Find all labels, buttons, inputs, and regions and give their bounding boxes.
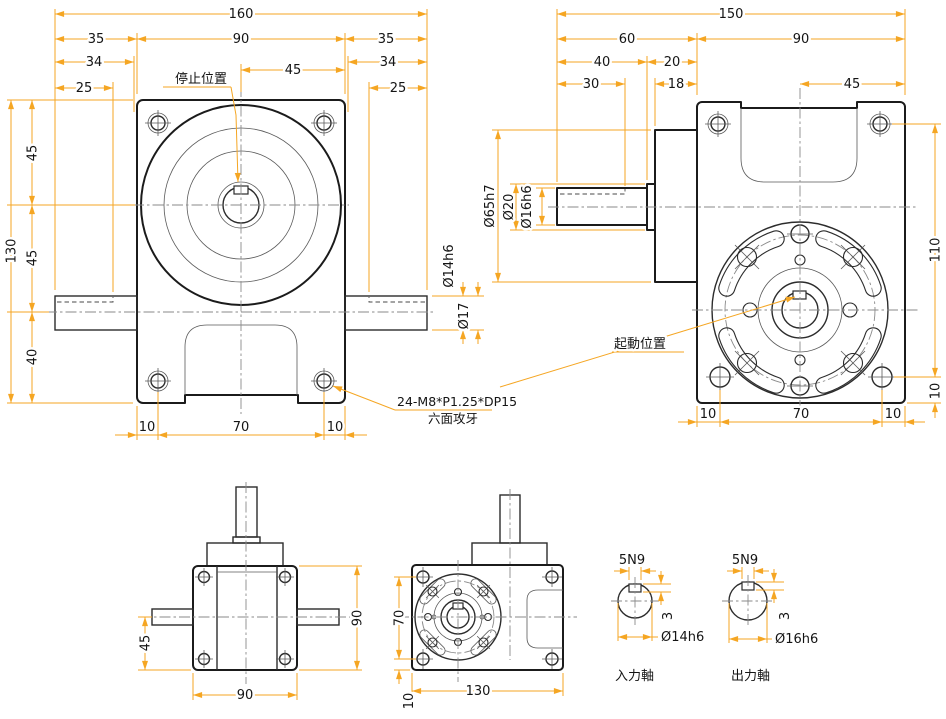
dim-front-bottom-40: 40 — [26, 349, 41, 366]
dim-front-total-height: 130 — [5, 239, 20, 264]
dim-input-key-depth: 3 — [661, 612, 676, 620]
left-shaft — [54, 295, 138, 331]
start-position-label: 起動位置 — [614, 337, 666, 352]
side-view-bolt-holes — [705, 111, 896, 391]
dim-front-foot-left: 10 — [139, 420, 156, 435]
dim-front-hole-offset-left: 34 — [86, 55, 103, 70]
dim-front-body-width: 90 — [233, 32, 250, 47]
input-boss — [654, 129, 698, 283]
dim-front-shaft-dia: Ø14h6 — [442, 244, 457, 287]
dim-side-boss-dia: Ø65h7 — [483, 184, 498, 227]
dim-bottom-hole-span: 70 — [393, 610, 408, 627]
dim-side-input-shaft-dia: Ø16h6 — [520, 185, 535, 228]
dim-top-shaft-to-bottom: 45 — [139, 635, 154, 652]
dim-side-key-len: 30 — [583, 77, 600, 92]
dim-front-key-end-left: 25 — [76, 81, 93, 96]
tap-note-line2: 六面攻牙 — [428, 411, 478, 426]
dim-front-key-end-right: 25 — [390, 81, 407, 96]
dim-front-right-shaft: 35 — [378, 32, 395, 47]
top-view-body — [140, 482, 350, 684]
side-view: 150 60 90 40 20 30 18 45 Ø65h7 Ø20 Ø16h6… — [481, 5, 946, 427]
front-view-centerlines — [46, 86, 436, 414]
dim-side-step-20: 20 — [664, 55, 681, 70]
dim-front-mid-45: 45 — [26, 250, 41, 267]
flange-bore-keyway — [792, 290, 807, 300]
right-shaft — [344, 295, 428, 331]
dim-front-shaft-root-dia: Ø17 — [457, 303, 472, 330]
input-shaft-section: 5N9 3 Ø14h6 入力軸 — [611, 551, 707, 684]
dim-output-key-width: 5N9 — [732, 553, 758, 568]
dim-front-center-to-edge: 45 — [285, 63, 302, 78]
dim-side-input-side: 60 — [619, 32, 636, 47]
top-view: 45 90 90 — [136, 482, 368, 706]
dim-side-center-to-edge: 45 — [844, 77, 861, 92]
input-shaft-label: 入力軸 — [615, 669, 654, 684]
side-view-dimensions: 150 60 90 40 20 30 18 45 Ø65h7 Ø20 Ø16h6… — [481, 5, 946, 427]
dim-front-hole-span: 70 — [233, 420, 250, 435]
dim-front-top-45: 45 — [26, 145, 41, 162]
dim-bottom-hole-offset: 10 — [402, 693, 417, 710]
bottom-view: 70 10 130 — [390, 489, 577, 712]
dim-front-hole-offset-right: 34 — [380, 55, 397, 70]
front-view-bolt-holes — [145, 110, 337, 394]
dim-side-boss-width: 18 — [668, 77, 685, 92]
output-shaft-label: 出力軸 — [731, 669, 770, 684]
front-view-dimensions: 160 35 90 35 34 34 45 25 25 130 45 45 40… — [2, 5, 517, 440]
dim-side-foot-left: 10 — [700, 407, 717, 422]
output-shaft-section: 5N9 3 Ø16h6 出力軸 — [722, 551, 821, 684]
dim-input-dia: Ø14h6 — [661, 630, 704, 645]
dim-side-total-depth: 150 — [719, 7, 744, 22]
dim-input-key-width: 5N9 — [619, 553, 645, 568]
top-view-dimensions: 45 90 90 — [136, 565, 368, 706]
dim-output-dia: Ø16h6 — [775, 632, 818, 647]
dim-side-hole-height-span: 110 — [929, 238, 944, 263]
input-shaft — [556, 187, 648, 226]
front-view: 160 35 90 35 34 34 45 25 25 130 45 45 40… — [2, 5, 517, 440]
dim-side-step-40: 40 — [594, 55, 611, 70]
bottom-view-dimensions: 70 10 130 — [390, 576, 564, 712]
dim-side-foot-right: 10 — [885, 407, 902, 422]
dim-front-left-shaft: 35 — [88, 32, 105, 47]
dim-output-key-depth: 3 — [778, 612, 793, 620]
dim-front-foot-right: 10 — [327, 420, 344, 435]
side-view-body — [556, 101, 906, 404]
dim-top-body-height: 90 — [351, 610, 366, 627]
dim-front-total-width: 160 — [229, 7, 254, 22]
dim-side-step-dia: Ø20 — [502, 194, 517, 221]
stop-position-label: 停止位置 — [175, 71, 227, 87]
dim-side-hole-bottom-offset: 10 — [929, 383, 944, 400]
tap-note-line1: 24-M8*P1.25*DP15 — [397, 394, 517, 409]
dim-bottom-body-width: 130 — [466, 684, 491, 699]
dim-side-hole-span: 70 — [793, 407, 810, 422]
dim-side-body-depth: 90 — [793, 32, 810, 47]
dim-top-body-width: 90 — [237, 688, 254, 703]
side-view-centerlines — [548, 88, 918, 412]
bottom-view-body — [398, 489, 577, 682]
